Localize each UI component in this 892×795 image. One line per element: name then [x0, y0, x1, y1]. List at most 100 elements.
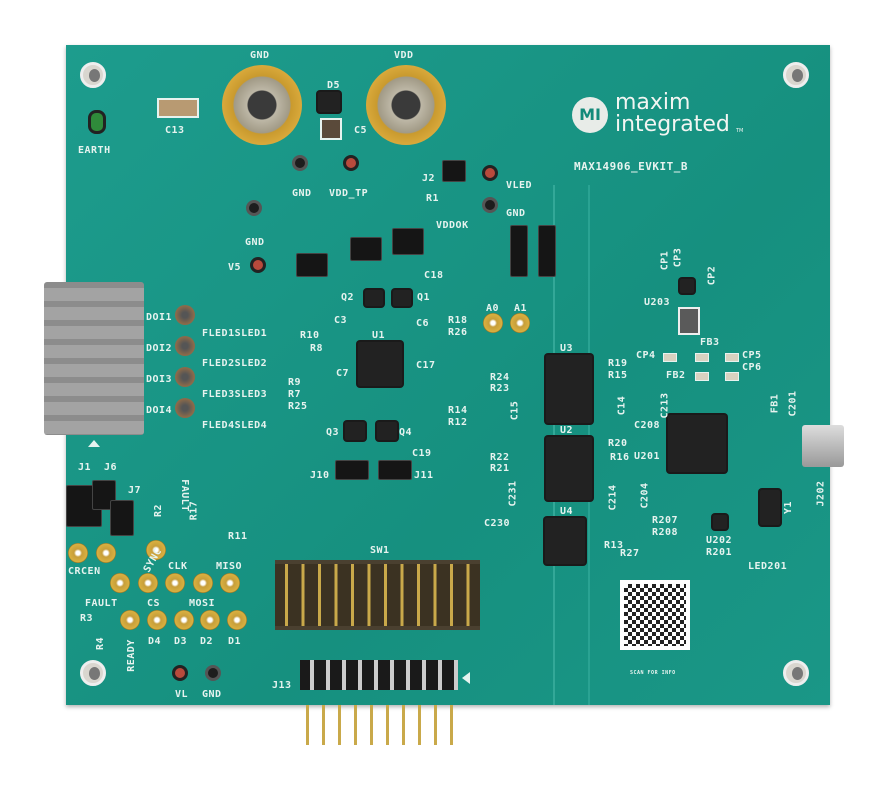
- test-point-doi3[interactable]: [175, 367, 195, 387]
- terminal-block[interactable]: [44, 282, 144, 435]
- jumper-j10[interactable]: [335, 460, 369, 480]
- label: CP3: [672, 247, 684, 268]
- earth-test-point[interactable]: [88, 110, 106, 134]
- test-point-doi2[interactable]: [175, 336, 195, 356]
- label: R3: [80, 613, 94, 624]
- gnd-test-point[interactable]: [292, 155, 308, 171]
- ic-u1: [358, 342, 402, 386]
- label: C3: [334, 315, 348, 326]
- label: D1: [228, 636, 242, 647]
- crystal-y1: [760, 490, 780, 525]
- jumper[interactable]: [392, 228, 424, 255]
- label: FLED3SLED3: [202, 389, 268, 400]
- label: R19: [608, 358, 628, 369]
- label: R26: [448, 327, 468, 338]
- label: J7: [128, 485, 142, 496]
- label: R14: [448, 405, 468, 416]
- label: GND: [292, 188, 312, 199]
- jumper[interactable]: [510, 225, 528, 277]
- gnd-test-point[interactable]: [205, 665, 221, 681]
- test-point-a0[interactable]: [483, 313, 503, 333]
- test-point-d1[interactable]: [227, 610, 247, 630]
- gnd-test-point[interactable]: [246, 200, 262, 216]
- label: R10: [300, 330, 320, 341]
- usb-connector-j202[interactable]: [802, 425, 844, 467]
- label: R2: [153, 503, 165, 518]
- vled-test-point[interactable]: [482, 165, 498, 181]
- test-point-d4[interactable]: [120, 610, 140, 630]
- label: U4: [560, 506, 574, 517]
- test-point[interactable]: [138, 573, 158, 593]
- fuse-fb3: [678, 307, 700, 335]
- jumper-j11[interactable]: [378, 460, 412, 480]
- test-point-a1[interactable]: [510, 313, 530, 333]
- jumper[interactable]: [538, 225, 556, 277]
- label: R21: [490, 463, 510, 474]
- capacitor-c13: [157, 98, 199, 118]
- test-point-miso[interactable]: [220, 573, 240, 593]
- vl-test-point[interactable]: [172, 665, 188, 681]
- test-point-clk[interactable]: [165, 573, 185, 593]
- test-point[interactable]: [193, 573, 213, 593]
- label: FLED2SLED2: [202, 358, 268, 369]
- test-point-crc[interactable]: [68, 543, 88, 563]
- test-point-d2[interactable]: [200, 610, 220, 630]
- gnd-terminal-lug[interactable]: [222, 65, 302, 145]
- label: SW1: [370, 545, 390, 556]
- smd-cp4: [663, 353, 677, 362]
- label: LED201: [748, 561, 788, 572]
- label: C14: [616, 395, 628, 416]
- label: VDD_TP: [329, 188, 369, 199]
- label: D2: [200, 636, 214, 647]
- test-point-doi1[interactable]: [175, 305, 195, 325]
- label: GND: [245, 237, 265, 248]
- label: U201: [634, 451, 661, 462]
- test-point-cs[interactable]: [147, 610, 167, 630]
- pin-header-j13[interactable]: [300, 660, 458, 690]
- label: R13: [604, 540, 624, 551]
- label: DOI4: [146, 405, 173, 416]
- vdd-terminal-lug[interactable]: [366, 65, 446, 145]
- test-point-en[interactable]: [96, 543, 116, 563]
- label: CP6: [742, 362, 762, 373]
- qr-caption: SCAN FOR INFO: [630, 670, 676, 676]
- test-point-sync[interactable]: [146, 540, 166, 560]
- label: MOSI: [189, 598, 216, 609]
- label: MISO: [216, 561, 243, 572]
- maxim-logo-mark: MI: [572, 97, 608, 133]
- label: Q3: [326, 427, 340, 438]
- label: CP2: [706, 265, 718, 286]
- logo-text-integrated: integrated: [615, 112, 730, 137]
- label: DOI2: [146, 343, 173, 354]
- label: R207: [652, 515, 679, 526]
- label: R1: [426, 193, 440, 204]
- test-point-d3[interactable]: [174, 610, 194, 630]
- qr-code[interactable]: [620, 580, 690, 650]
- test-point[interactable]: [110, 573, 130, 593]
- transistor-q3: [345, 422, 365, 440]
- mounting-hole: [783, 660, 809, 686]
- label: VDDOK: [436, 220, 469, 231]
- vdd-tp-test-point[interactable]: [343, 155, 359, 171]
- label: D3: [174, 636, 188, 647]
- jumper-j7[interactable]: [110, 500, 134, 536]
- label: D4: [148, 636, 162, 647]
- label: U1: [372, 330, 386, 341]
- label: R12: [448, 417, 468, 428]
- label: J10: [310, 470, 330, 481]
- label: A0: [486, 303, 500, 314]
- label: R27: [620, 548, 640, 559]
- v5-test-point[interactable]: [250, 257, 266, 273]
- dip-switch-sw1[interactable]: [275, 560, 480, 630]
- test-point-doi4[interactable]: [175, 398, 195, 418]
- label: Q1: [417, 292, 431, 303]
- jumper[interactable]: [350, 237, 382, 261]
- ic-u2: [546, 437, 592, 500]
- label: C214: [607, 484, 619, 511]
- label: VL: [175, 689, 189, 700]
- header-pins: [300, 705, 458, 745]
- label: J1: [78, 462, 92, 473]
- gnd-test-point[interactable]: [482, 197, 498, 213]
- jumper[interactable]: [296, 253, 328, 277]
- jumper-j2[interactable]: [442, 160, 466, 182]
